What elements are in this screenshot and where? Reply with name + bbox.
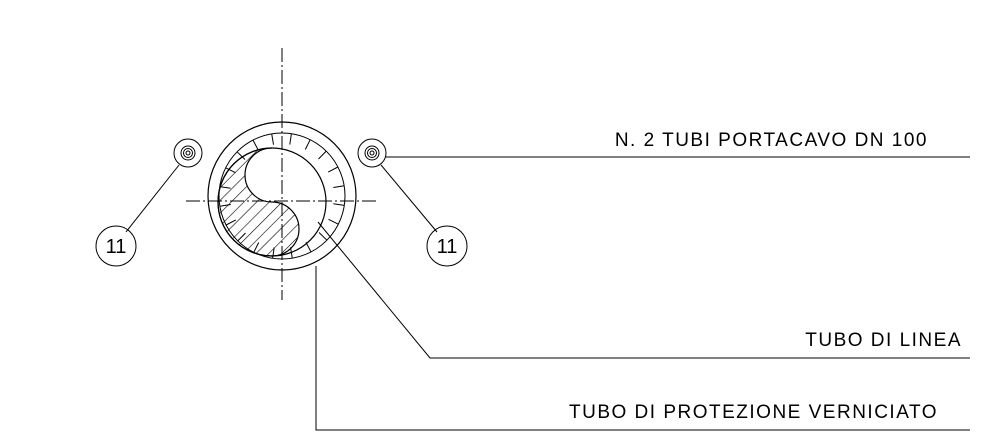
spacer-tick	[318, 232, 328, 241]
spacer-tick	[271, 133, 274, 145]
spacer-tick	[333, 203, 345, 206]
spacer-tick	[252, 139, 259, 151]
callout-left-number: 11	[106, 236, 127, 258]
spacer-tick	[289, 133, 292, 145]
cable-pipe-right	[357, 138, 387, 168]
spacer-tick	[333, 185, 345, 188]
spacer-tick	[304, 139, 311, 150]
callout-left: 11	[95, 164, 180, 267]
spacer-tick	[327, 166, 339, 173]
label-line-pipe: TUBO DI LINEA	[805, 330, 962, 351]
spacer-tick	[318, 150, 327, 160]
leader-protection-pipe: TUBO DI PROTEZIONE VERNICIATO	[315, 266, 970, 431]
callout-right: 11	[380, 164, 468, 267]
spacer-tick	[328, 218, 339, 225]
cable-pipe-left	[173, 138, 203, 168]
label-protection-pipe: TUBO DI PROTEZIONE VERNICIATO	[569, 402, 938, 423]
callout-right-number: 11	[437, 236, 458, 258]
label-cable-pipes: N. 2 TUBI PORTACAVO DN 100	[615, 130, 928, 151]
leader-cable-pipes: N. 2 TUBI PORTACAVO DN 100	[386, 130, 970, 158]
leader-line-pipe: TUBO DI LINEA	[317, 221, 970, 359]
